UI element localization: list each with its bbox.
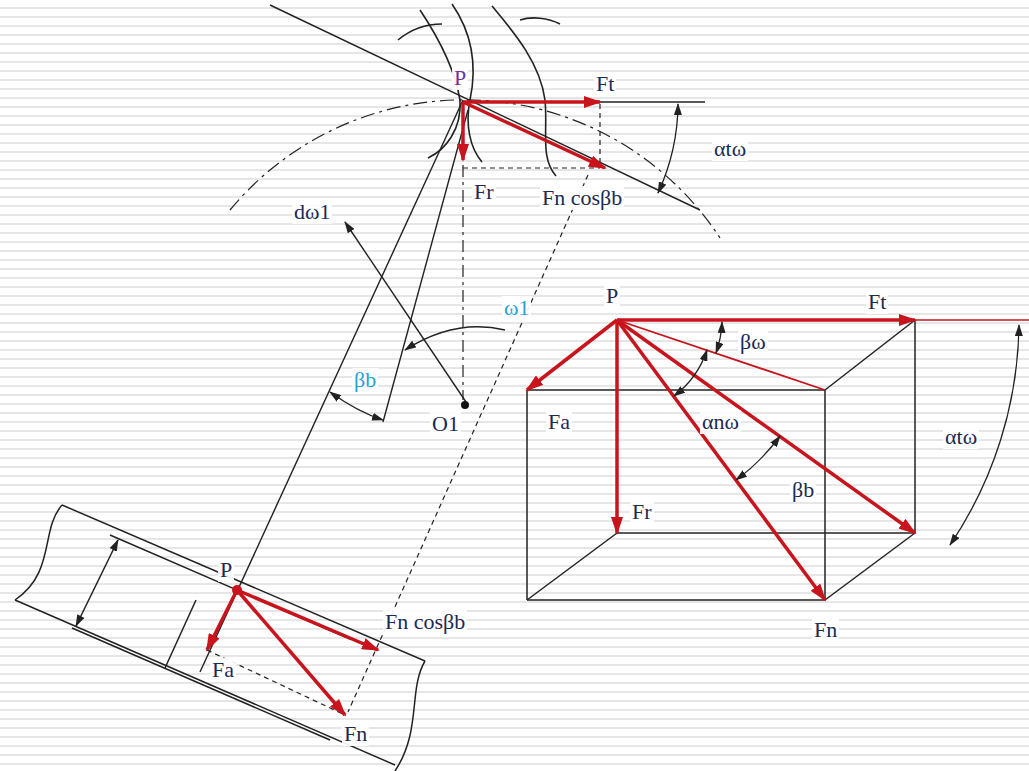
- box-edge: [527, 320, 617, 390]
- tangent-line: [463, 101, 705, 102]
- angle-arc: [658, 104, 678, 193]
- box-edge: [825, 320, 915, 390]
- force-label: P: [604, 284, 620, 308]
- box-edge: [825, 533, 915, 600]
- angle-arc: [330, 392, 383, 420]
- projection-line: [463, 167, 600, 168]
- reference-line: [915, 319, 1029, 321]
- box-edge: [527, 533, 617, 600]
- force-label: Fa: [210, 658, 236, 682]
- box-edge: [527, 599, 825, 601]
- force-arrows: [207, 590, 378, 715]
- projection-line: [207, 650, 345, 715]
- force-label: Fn: [342, 722, 369, 746]
- force-label: P: [218, 558, 234, 582]
- projection-line: [383, 110, 468, 422]
- force-label: Fn cosβb: [383, 610, 467, 634]
- box-edge: [914, 320, 916, 533]
- force-label: Fr: [630, 500, 654, 524]
- tooth-profile: [520, 18, 560, 24]
- plane-edge: [62, 505, 425, 661]
- gear-teeth: [398, 4, 560, 176]
- force-arrow: [207, 590, 237, 650]
- plane-edge: [15, 600, 395, 765]
- force-arrow: [463, 100, 600, 104]
- tooth-line: [72, 628, 330, 740]
- force-box: [527, 320, 915, 600]
- projection-line: [200, 100, 463, 672]
- tooth-line: [165, 600, 196, 668]
- tooth-profile: [398, 24, 442, 40]
- force-label: Fn: [812, 618, 839, 642]
- force-arrows: [527, 320, 915, 600]
- force-arrow: [461, 102, 465, 160]
- projection-line: [348, 175, 588, 712]
- center-dot: [461, 401, 469, 409]
- box-edge: [526, 390, 528, 600]
- force-arrow: [617, 318, 915, 322]
- force-arrow: [617, 320, 825, 600]
- force-label: Fn cosβb: [540, 186, 624, 210]
- force-arrow: [527, 320, 617, 390]
- box-edge: [824, 390, 826, 600]
- force-arrow: [237, 590, 345, 715]
- force-arrow: [237, 590, 378, 650]
- force-arrows: [463, 102, 605, 168]
- force-arrow: [615, 320, 619, 533]
- box-edge: [527, 389, 825, 391]
- force-label: αtω: [712, 137, 748, 161]
- force-label: βb: [790, 478, 816, 502]
- break-line: [15, 505, 62, 600]
- pitch-circle: [230, 100, 720, 238]
- angle-arc: [736, 436, 780, 480]
- force-label: βω: [738, 330, 768, 354]
- angle-arc: [716, 322, 722, 353]
- force-label: Ft: [866, 290, 888, 314]
- pitch-plane-view: [15, 505, 425, 771]
- projection-line: [599, 104, 600, 168]
- force-arrow: [463, 102, 605, 168]
- reference-line: [617, 320, 825, 390]
- tooth-profile: [492, 6, 556, 176]
- rotation-arrow: [405, 327, 505, 350]
- tooth-profile: [452, 4, 482, 162]
- force-label: αtω: [943, 425, 979, 449]
- force-label: ω1: [502, 296, 531, 320]
- force-arrow: [617, 320, 915, 533]
- force-label: Ft: [594, 72, 616, 96]
- box-edge: [617, 532, 915, 534]
- contact-point: [232, 585, 242, 595]
- center-line: [462, 165, 463, 400]
- force-label: P: [452, 66, 468, 90]
- line-of-action: [270, 5, 700, 210]
- force-label: βb: [352, 368, 378, 392]
- diameter-line: [345, 222, 466, 402]
- force-label: αnω: [700, 410, 741, 434]
- force-label: O1: [430, 412, 461, 436]
- force-label: Fa: [546, 410, 572, 434]
- dimension-arrow: [76, 540, 118, 626]
- force-label: Fr: [472, 180, 496, 204]
- angle-arc: [674, 350, 707, 396]
- break-line: [395, 661, 425, 771]
- force-label: dω1: [292, 200, 332, 224]
